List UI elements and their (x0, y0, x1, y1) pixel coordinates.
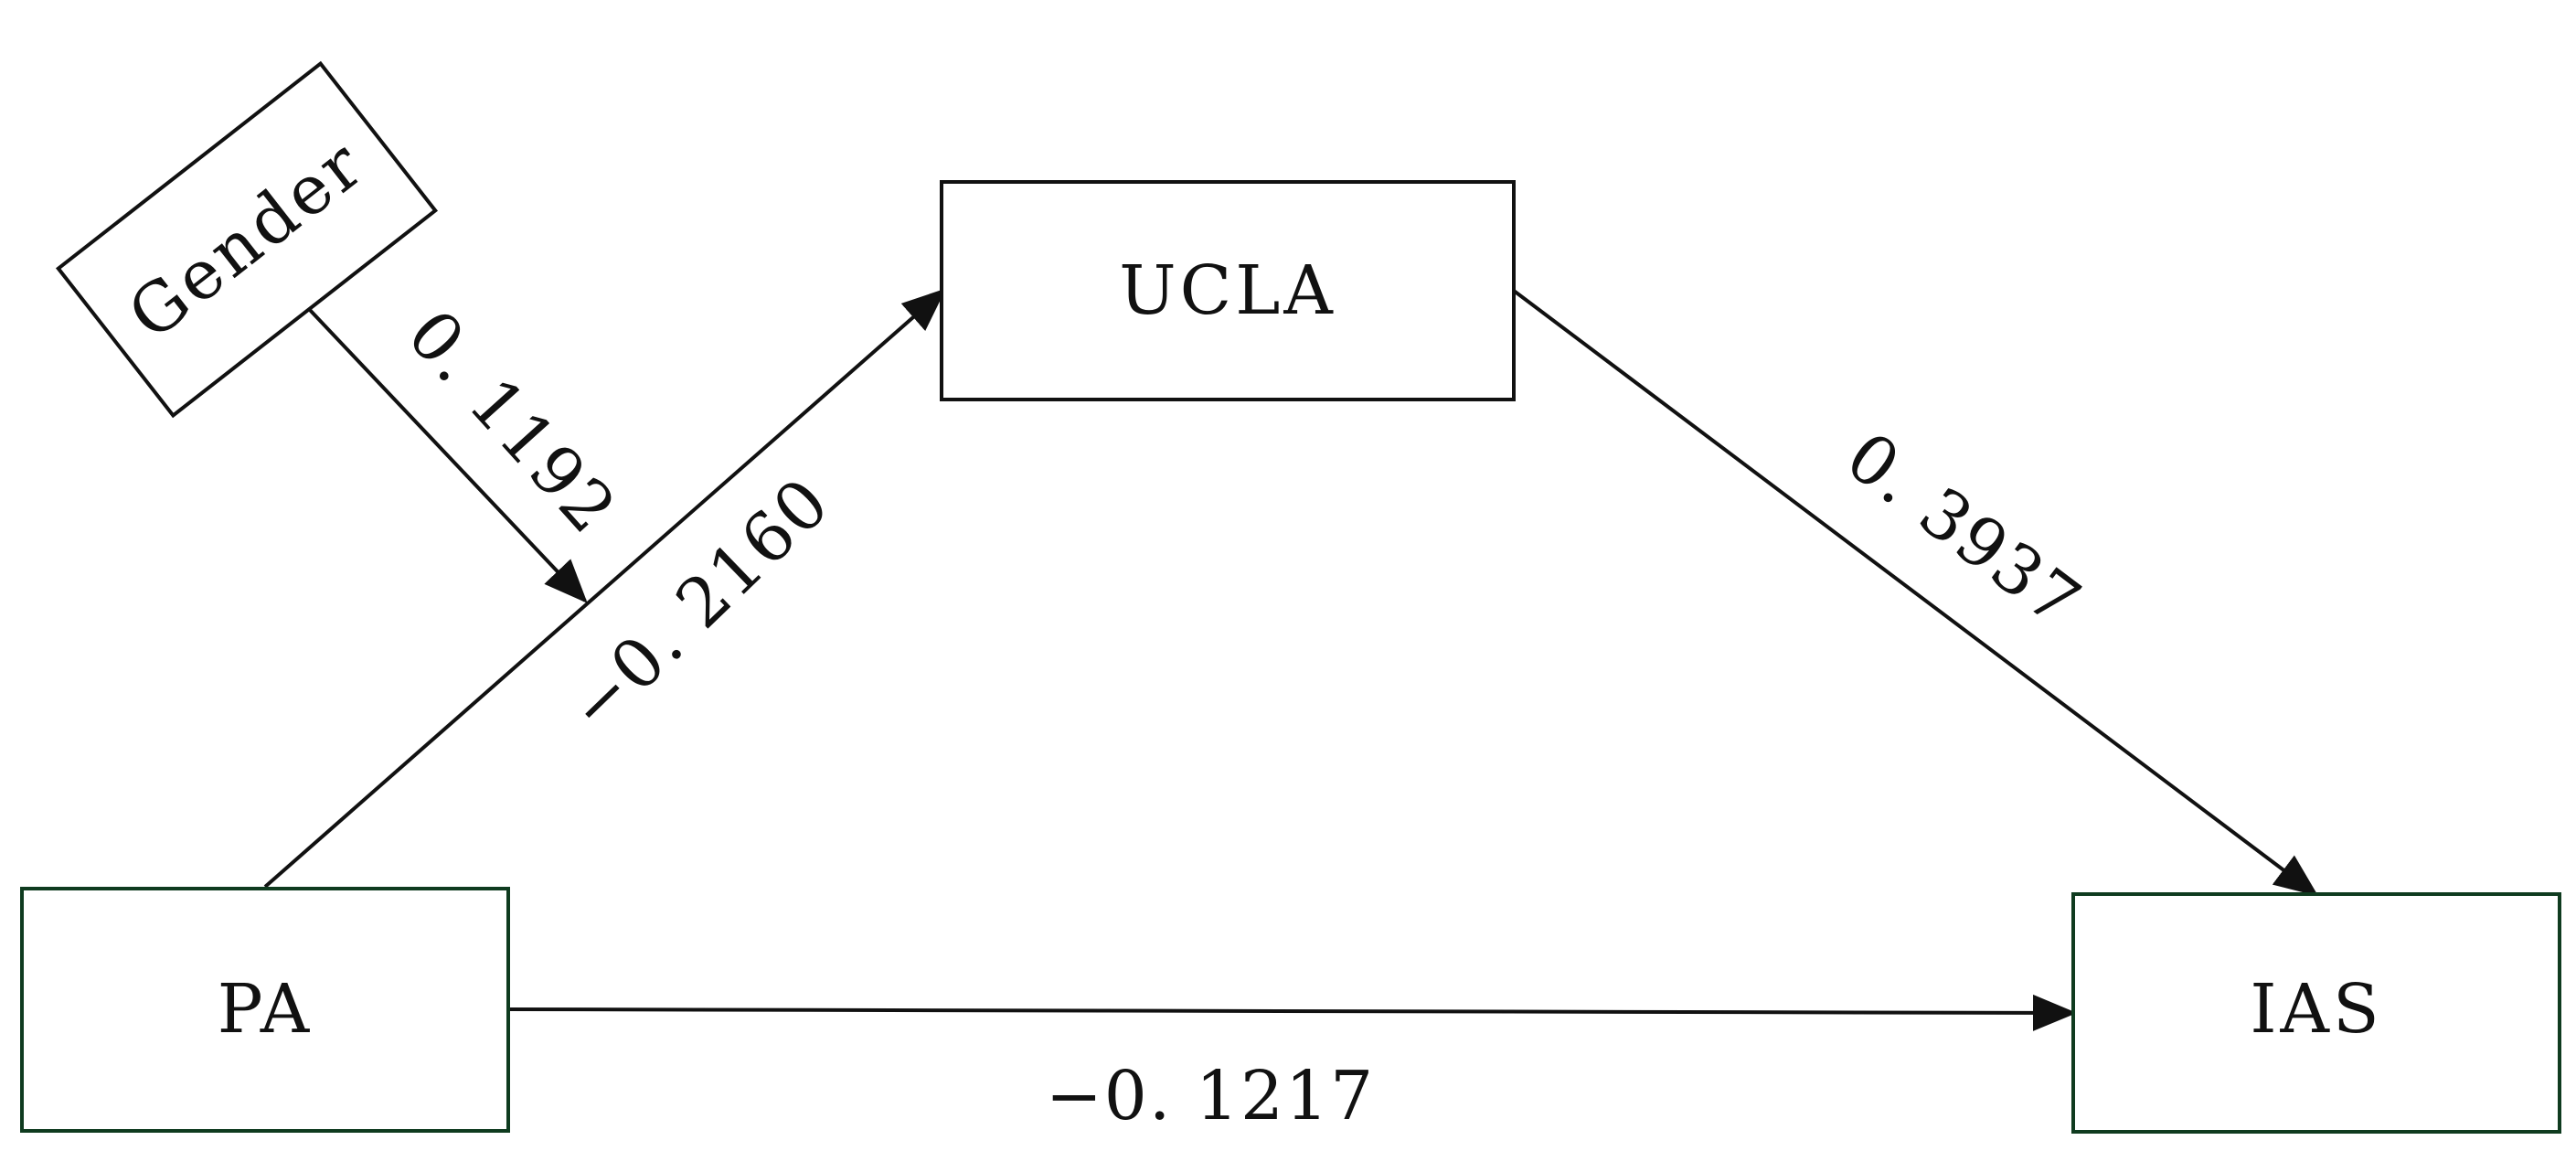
arrow-pa-to-ias (507, 994, 2077, 1031)
coefficient-ucla-ias: 0. 3937 (1832, 417, 2096, 643)
node-pa-box (20, 887, 510, 1133)
node-gender: Gender (55, 60, 439, 419)
node-ias-box (2071, 892, 2561, 1134)
node-ucla-box (940, 180, 1516, 401)
arrow-pa-to-ucla (263, 288, 947, 889)
node-ucla: UCLA (940, 180, 1516, 401)
node-ucla-label: UCLA (1119, 251, 1336, 330)
coefficient-pa-ias: −0. 1217 (1046, 1057, 1375, 1135)
arrow-gender-to-path (307, 307, 588, 603)
node-pa: PA (20, 887, 510, 1133)
coefficient-gender-path: 0. 1192 (392, 295, 632, 549)
node-gender-box (55, 60, 439, 419)
arrow-ucla-to-ias (1512, 289, 2319, 897)
node-pa-label: PA (218, 970, 313, 1049)
node-ias: IAS (2071, 892, 2561, 1134)
node-ias-label: IAS (2250, 970, 2382, 1049)
